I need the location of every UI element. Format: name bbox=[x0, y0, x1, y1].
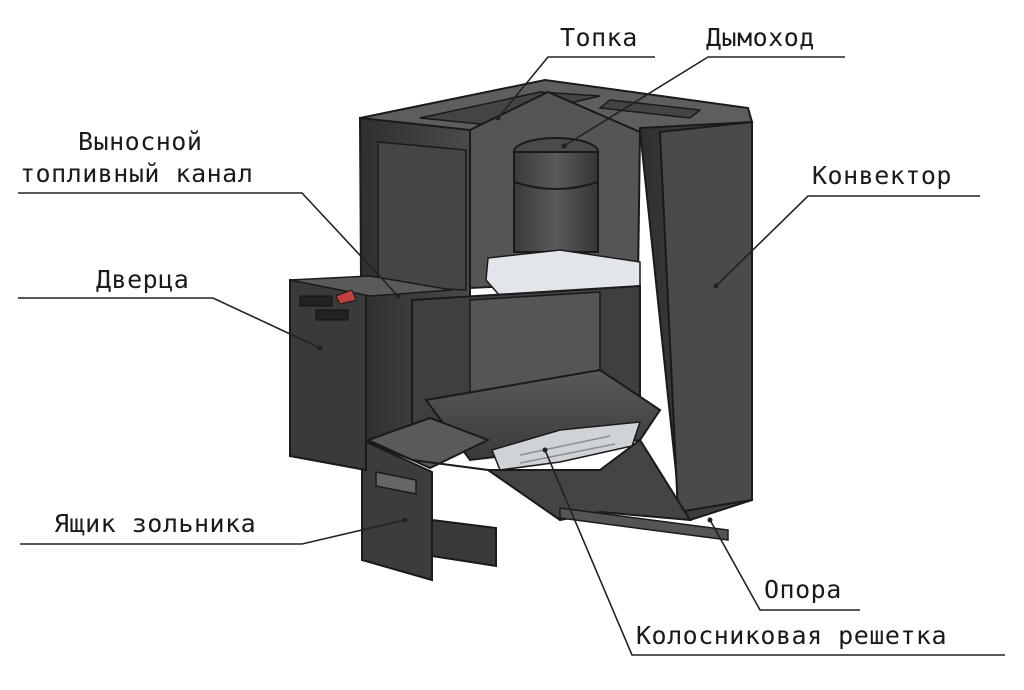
leader-support bbox=[709, 519, 860, 611]
leader-lines bbox=[18, 56, 1005, 656]
support-rail bbox=[559, 507, 729, 541]
door-top-shelf bbox=[289, 275, 453, 297]
label-ash-drawer: Ящик зольника bbox=[54, 509, 257, 538]
support-leg bbox=[431, 518, 497, 568]
front-ledge bbox=[365, 416, 491, 470]
leader-firebox bbox=[497, 56, 655, 119]
label-chimney: Дымоход bbox=[706, 23, 815, 52]
label-firebox: Топка bbox=[560, 23, 638, 52]
leader-convector bbox=[715, 195, 980, 287]
left-wall-inner bbox=[377, 141, 467, 291]
convector-front bbox=[658, 120, 753, 514]
label-fuel-channel-line2: топливный канал bbox=[20, 159, 254, 188]
label-grate: Колосниковая решетка bbox=[636, 621, 948, 650]
chimney-ring bbox=[513, 181, 599, 190]
leader-door bbox=[18, 297, 321, 349]
ash-drawer-handle bbox=[375, 471, 417, 495]
leader-ash-drawer bbox=[20, 519, 406, 545]
label-support: Опора bbox=[764, 575, 842, 604]
leader-chimney bbox=[563, 56, 845, 147]
leader-fuel-channel bbox=[18, 192, 399, 297]
label-door: Дверца bbox=[96, 265, 190, 294]
door bbox=[289, 278, 367, 472]
leader-grate bbox=[544, 449, 1005, 656]
top-rim-slot bbox=[598, 99, 702, 119]
door-vent bbox=[299, 295, 333, 307]
chimney-pipe bbox=[513, 151, 599, 253]
label-fuel-channel-line1: Выносной bbox=[78, 127, 203, 156]
label-convector: Конвектор bbox=[812, 161, 952, 190]
leader-dots bbox=[317, 115, 719, 523]
door-vent bbox=[315, 309, 349, 321]
door-latch bbox=[335, 289, 357, 305]
grate-bars bbox=[519, 435, 616, 464]
ash-pit-front bbox=[411, 438, 692, 522]
